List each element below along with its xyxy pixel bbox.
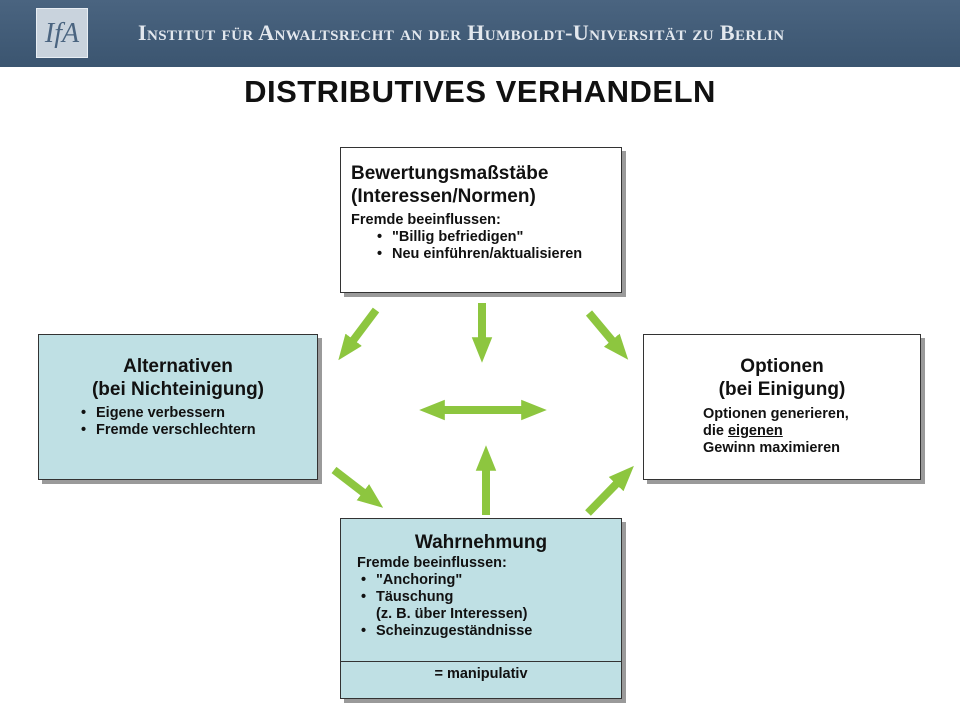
list-item-continuation: (z. B. über Interessen) <box>376 606 528 622</box>
arrow-top-to-left <box>338 307 380 361</box>
evaluation-criteria-box: Bewertungsmaßstäbe (Interessen/Normen) F… <box>340 147 622 293</box>
perception-box: Wahrnehmung Fremde beeinflussen: "Anchor… <box>340 518 622 699</box>
perception-heading: Wahrnehmung <box>414 532 548 553</box>
institute-logo: IfA <box>36 8 88 58</box>
alternatives-list: Eigene verbessern Fremde verschlechtern <box>77 405 317 439</box>
perception-footer: = manipulativ <box>341 661 621 683</box>
options-text: Optionen generieren, die eigenen Gewinn … <box>703 406 920 457</box>
options-text-line-3: Gewinn maximieren <box>703 440 840 456</box>
evaluation-criteria-subtitle: Fremde beeinflussen: <box>351 212 501 228</box>
alternatives-box: Alternativen (bei Nichteinigung) Eigene … <box>38 334 318 480</box>
alternatives-heading-2: (bei Nichteinigung) <box>91 379 265 400</box>
evaluation-criteria-heading-2: (Interessen/Normen) <box>351 186 536 207</box>
options-text-line-2: die eigenen <box>703 423 920 440</box>
options-text-underlined: eigenen <box>727 423 783 439</box>
list-item: "Billig befriedigen" <box>373 229 621 246</box>
arrow-top-to-right <box>585 310 629 360</box>
list-item: Täuschung (z. B. über Interessen) <box>357 589 621 623</box>
options-heading-2: (bei Einigung) <box>718 379 846 400</box>
perception-list: "Anchoring" Täuschung (z. B. über Intere… <box>357 572 621 640</box>
arrow-bottom-to-right <box>585 465 634 516</box>
options-text-prefix: die <box>703 423 728 439</box>
list-item: Scheinzugeständnisse <box>357 623 621 640</box>
options-box: Optionen (bei Einigung) Optionen generie… <box>643 334 921 480</box>
evaluation-criteria-list: "Billig befriedigen" Neu einführen/aktua… <box>373 229 621 263</box>
list-item-text: Täuschung <box>376 589 454 605</box>
alternatives-heading-1: Alternativen <box>123 356 233 377</box>
arrow-left-to-bottom <box>331 466 384 508</box>
list-item: Eigene verbessern <box>77 405 317 422</box>
options-heading-1: Optionen <box>740 356 824 377</box>
page-title: DISTRIBUTIVES VERHANDELN <box>244 74 716 109</box>
options-text-line-1: Optionen generieren, <box>703 406 849 422</box>
evaluation-criteria-heading-1: Bewertungsmaßstäbe <box>351 163 549 184</box>
institute-name: Institut für Anwaltsrecht an der Humbold… <box>138 20 785 45</box>
perception-subtitle: Fremde beeinflussen: <box>357 555 507 571</box>
list-item: Fremde verschlechtern <box>77 422 317 439</box>
list-item: "Anchoring" <box>357 572 621 589</box>
list-item: Neu einführen/aktualisieren <box>373 246 621 263</box>
header-bar: IfA Institut für Anwaltsrecht an der Hum… <box>0 0 960 67</box>
